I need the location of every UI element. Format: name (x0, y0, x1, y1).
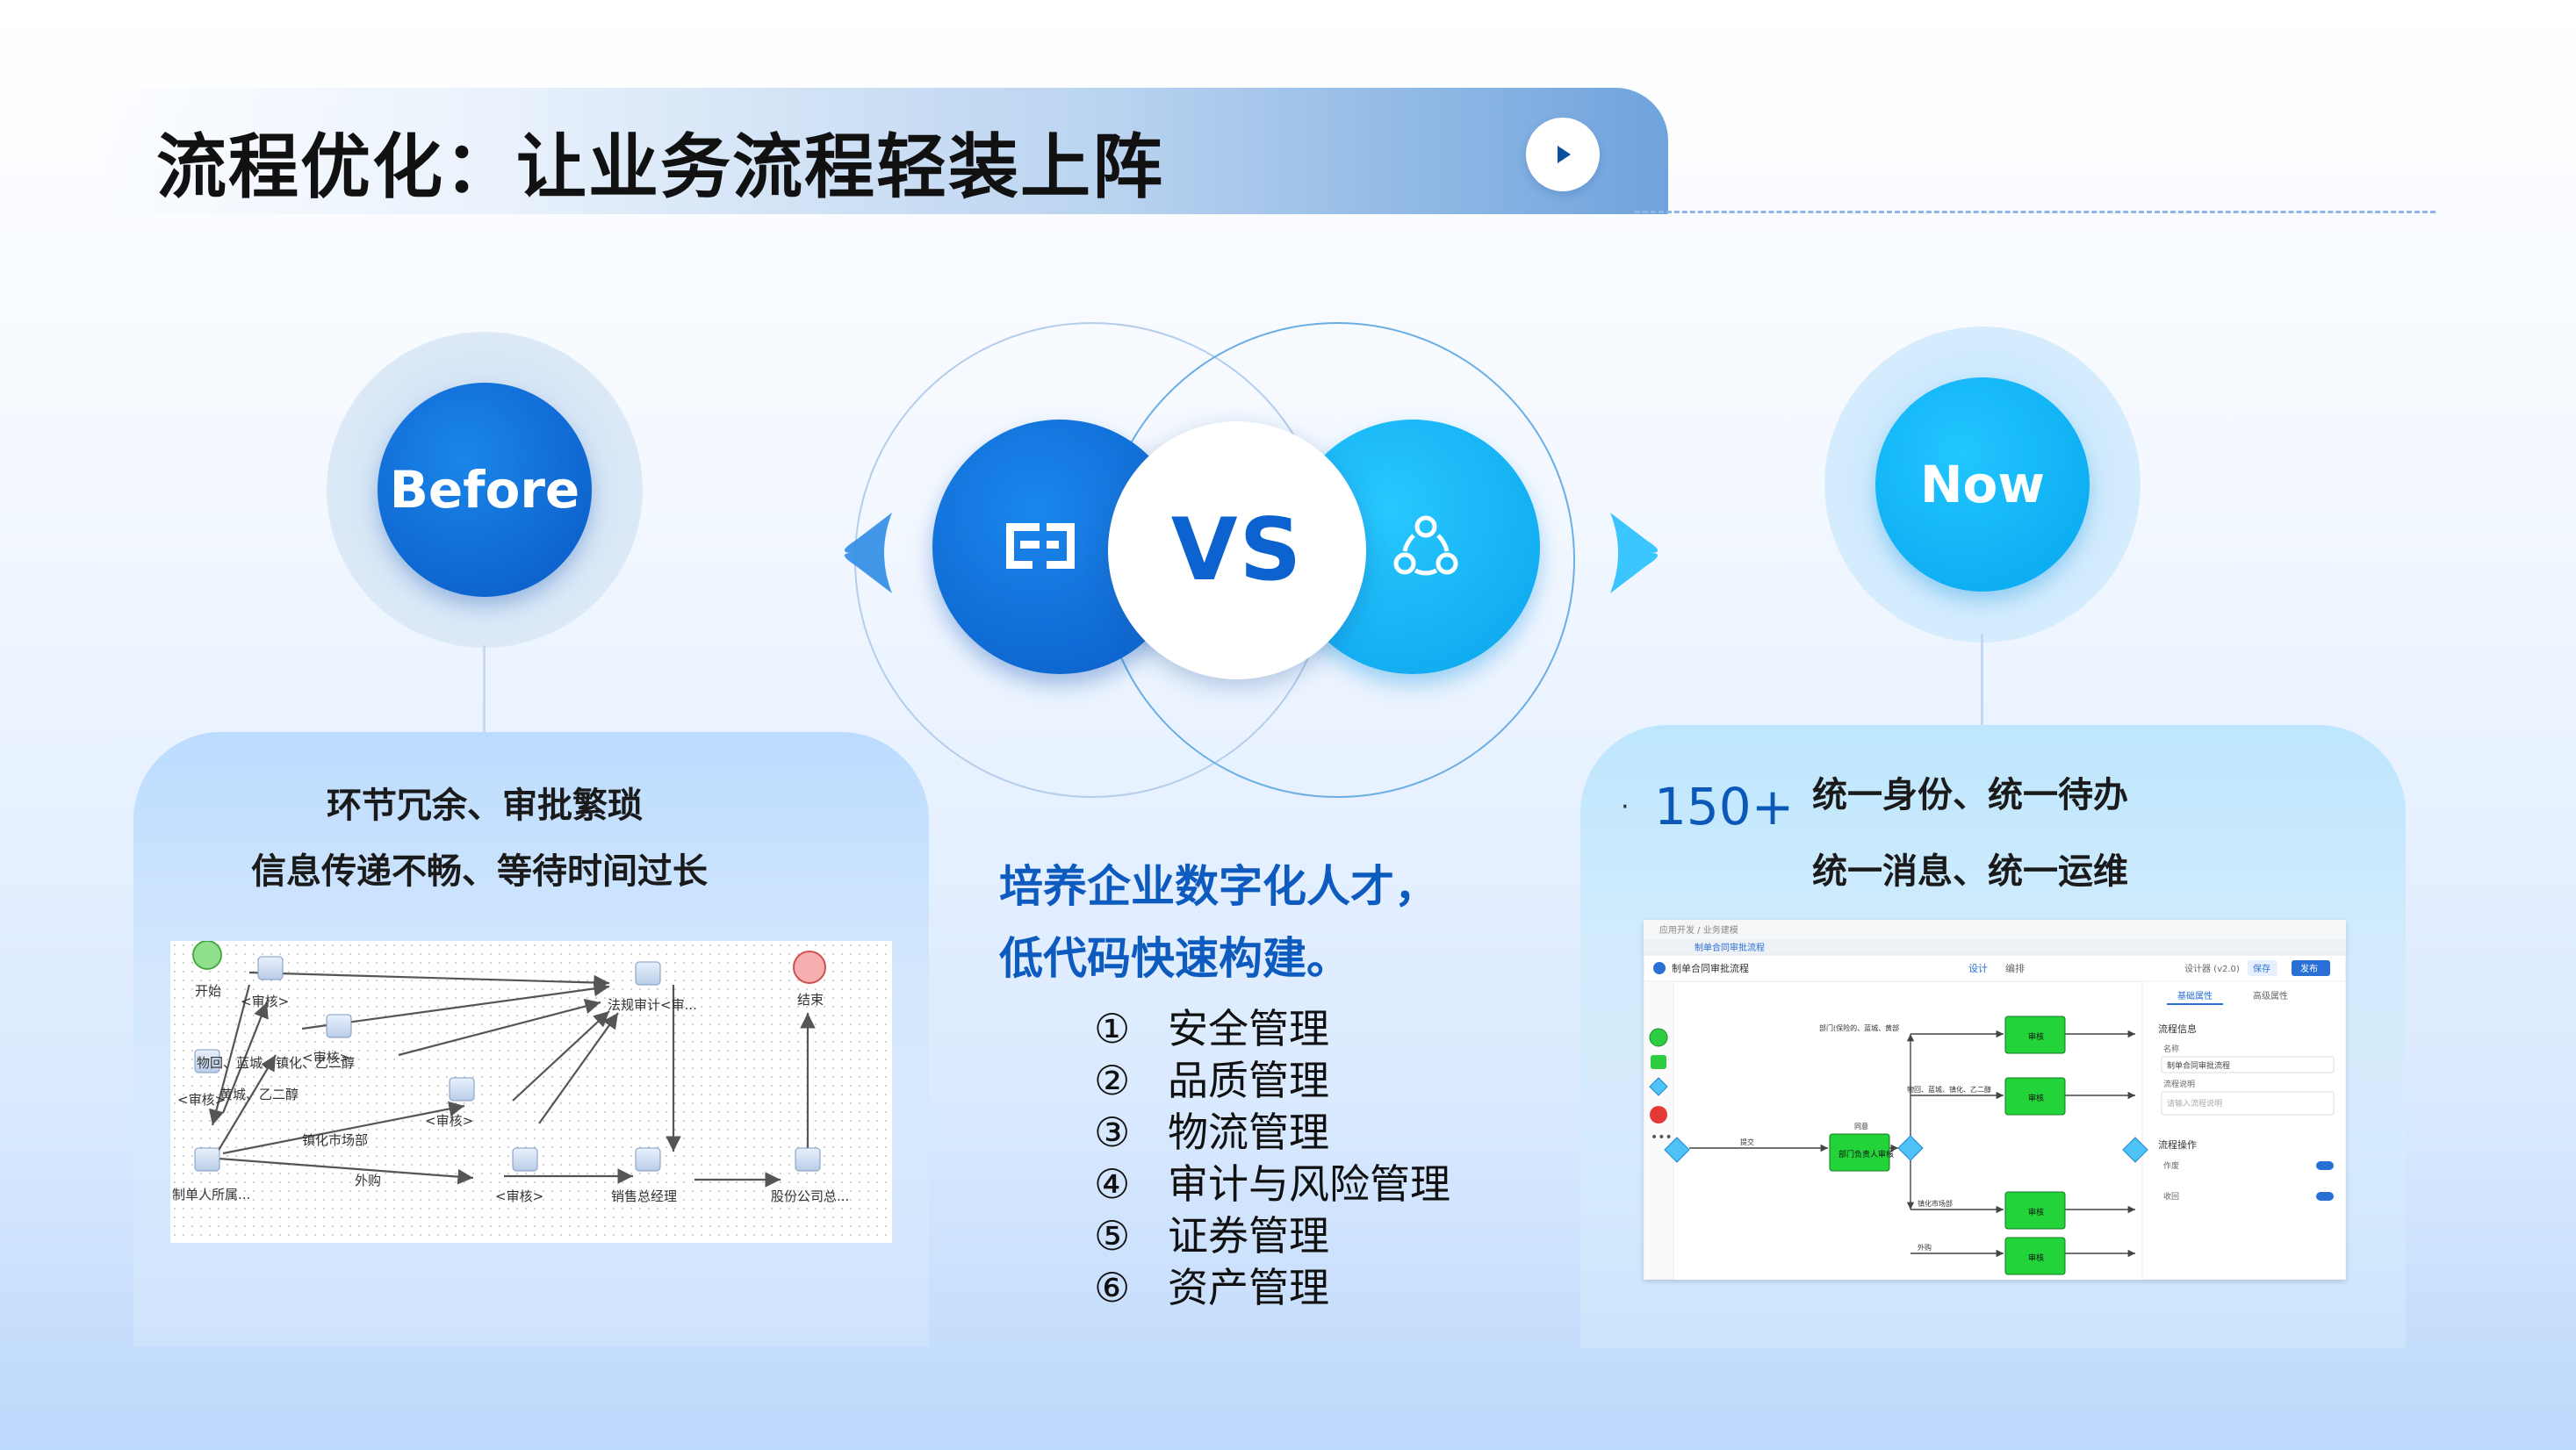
prop-name-input[interactable] (2161, 1056, 2335, 1073)
vs-badge: VS (1108, 421, 1366, 679)
publish-button[interactable] (2292, 960, 2330, 976)
workflow-designer-screenshot: 应用开发 / 业务建模 制单合同审批流程 制单合同审批流程 设计 编排 设计器 … (1644, 920, 2346, 1280)
now-halo: Now (1824, 327, 2141, 642)
now-badge: Now (1875, 377, 2090, 592)
flow-task-node[interactable] (2004, 1077, 2066, 1116)
prop-desc-input[interactable] (2161, 1091, 2335, 1116)
flow-edge-label: 黄城、乙二醇 (219, 1087, 299, 1102)
flow-node-label: 法规审计<审... (608, 997, 697, 1013)
flow-end-label: 结束 (797, 992, 824, 1008)
before-flow-diagram: 开始 结束 制单人所属... 法规审计<审... 销售总经理 股份公司总... … (170, 941, 892, 1243)
maze-logo-icon (1006, 523, 1075, 569)
designer-process-name: 制单合同审批流程 (1672, 962, 1749, 974)
flow-task-label: 部门负责人审核 (1838, 1149, 1894, 1159)
designer-mode-tab[interactable]: 设计 (1968, 963, 1988, 974)
flow-edge-label: 部门(保险的、蓝城、黄部 (1819, 1023, 1899, 1032)
flow-node-label: <审核> (425, 1113, 473, 1129)
flow-edge-label: 镇化市场部 (302, 1132, 368, 1148)
prop-desc-placeholder: 请输入流程说明 (2167, 1098, 2222, 1109)
gateway-node[interactable] (2122, 1137, 2148, 1163)
gateway-node[interactable] (1897, 1135, 1924, 1161)
flow-edge-label: 物回、蓝城、镇化、乙二醇 (1907, 1085, 1991, 1094)
center-headline-2: 低代码快速构建。 (999, 933, 1350, 984)
title-divider (1635, 211, 2436, 213)
palette-task-icon[interactable] (1651, 1055, 1666, 1069)
flow-node-label: <审核> (495, 1188, 543, 1204)
flow-node-label: <审核> (241, 994, 289, 1009)
prop-op-label: 作废 (2163, 1160, 2179, 1171)
right-arrow (1554, 513, 1659, 593)
vs-text: VS (1170, 500, 1304, 600)
withdraw-toggle[interactable] (2316, 1192, 2334, 1201)
designer-breadcrumb: 应用开发 / 业务建模 (1659, 924, 1738, 936)
flow-edge-label: 镇化市场部 (1918, 1199, 1953, 1208)
prop-tab[interactable]: 基础属性 (2177, 990, 2213, 1001)
flow-node-label: 销售总经理 (611, 1188, 677, 1204)
flow-edge-label: 物回、蓝城、镇化、乙二醇 (197, 1055, 355, 1071)
void-toggle[interactable] (2316, 1161, 2334, 1170)
now-connector (1981, 634, 1983, 727)
flow-task-node[interactable] (1829, 1133, 1890, 1172)
play-icon (1558, 146, 1571, 163)
flow-task-label: 审核 (2028, 1253, 2044, 1263)
flow-node-label: <审核> (177, 1092, 226, 1108)
left-arrow (844, 513, 948, 593)
prop-field-label: 名称 (2163, 1044, 2179, 1054)
save-button[interactable] (2248, 960, 2277, 976)
publish-label: 发布 (2300, 963, 2318, 974)
flow-task-label: 审核 (2028, 1031, 2044, 1042)
prop-section-title: 流程操作 (2158, 1138, 2197, 1151)
flow-node-label: 制单人所属... (172, 1187, 250, 1202)
flow-node-label: 股份公司总... (771, 1188, 849, 1204)
before-pain-point-1: 环节冗余、审批繁琐 (327, 786, 643, 826)
before-badge: Before (378, 383, 592, 597)
palette-end-icon[interactable] (1650, 1106, 1667, 1123)
palette-gateway-icon[interactable] (1649, 1077, 1668, 1096)
prop-section-title: 流程信息 (2158, 1023, 2197, 1035)
flow-edge-label: 提交 (1740, 1138, 1754, 1146)
designer-mode-tab[interactable]: 编排 (2005, 962, 2025, 974)
designer-version: 设计器 (v2.0) (2184, 963, 2240, 974)
gateway-node[interactable] (1664, 1137, 1690, 1163)
prop-tab[interactable]: 高级属性 (2253, 990, 2288, 1001)
now-benefit-2: 统一消息、统一运维 (1812, 851, 2128, 892)
now-benefit-1: 统一身份、统一待办 (1812, 775, 2128, 815)
before-connector (483, 645, 486, 733)
flow-task-node[interactable] (2004, 1237, 2066, 1275)
palette-start-icon[interactable] (1649, 1028, 1668, 1047)
flow-start-label: 开始 (195, 983, 221, 999)
svg-text:•••: ••• (1651, 1131, 1673, 1145)
save-label: 保存 (2253, 963, 2270, 974)
before-pain-point-2: 信息传递不畅、等待时间过长 (251, 851, 708, 892)
flow-node-label: <审核> (302, 1050, 350, 1066)
page-title: 流程优化：让业务流程轻装上阵 (156, 126, 1164, 208)
prop-field-label: 流程说明 (2163, 1079, 2195, 1089)
flow-task-node[interactable] (2004, 1016, 2066, 1054)
flow-task-label: 审核 (2028, 1207, 2044, 1217)
prop-op-label: 收回 (2163, 1191, 2179, 1202)
flow-task-node[interactable] (2004, 1191, 2066, 1230)
designer-tab[interactable]: 制单合同审批流程 (1695, 942, 1765, 953)
app-logo-icon (1653, 962, 1666, 974)
flow-edge-label: 同意 (1854, 1122, 1868, 1131)
center-headline-1: 培养企业数字化人才， (999, 861, 1438, 912)
play-button[interactable] (1526, 118, 1600, 191)
now-app-count: 150+ (1654, 777, 1795, 836)
title-banner (97, 88, 1668, 214)
share-nodes-icon (1393, 515, 1458, 576)
before-halo: Before (327, 332, 643, 648)
prop-name-value: 制单合同审批流程 (2167, 1060, 2230, 1071)
flow-edge-label: 外购 (1918, 1243, 1932, 1252)
flow-edge-label: 外购 (355, 1173, 381, 1188)
now-bullet: · (1621, 792, 1630, 822)
flow-task-label: 审核 (2028, 1093, 2044, 1103)
